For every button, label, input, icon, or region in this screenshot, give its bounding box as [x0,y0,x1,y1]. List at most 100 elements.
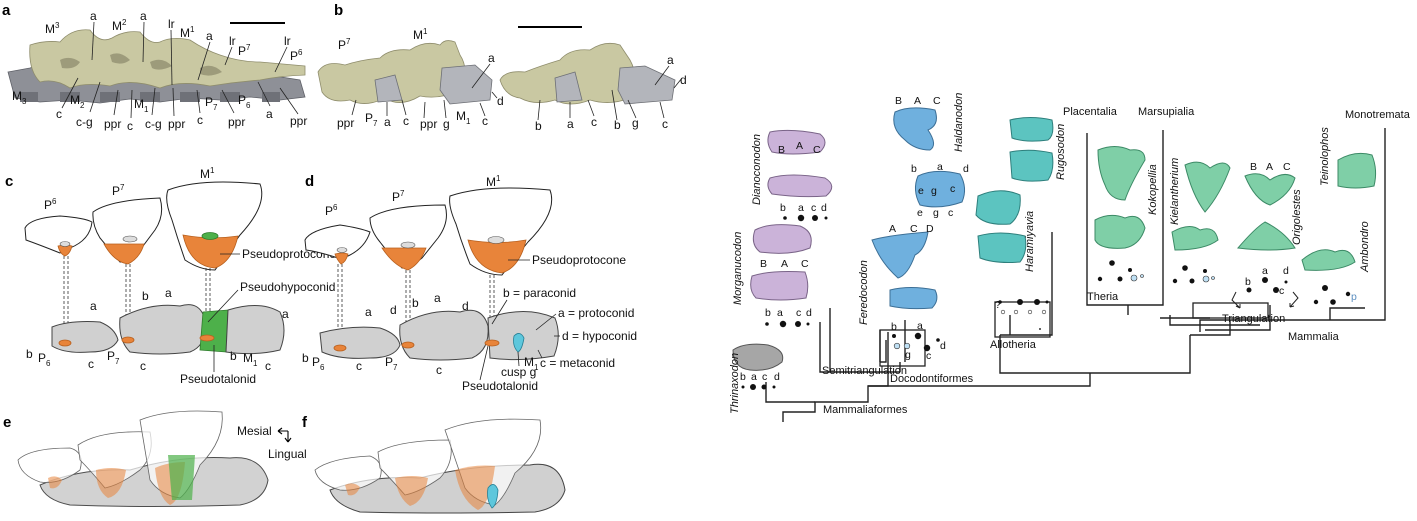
clade-monotremata: Monotremata [1345,109,1411,121]
label-lower-tooth: P6 [38,351,51,368]
label-P6-lower: P6 [238,93,251,110]
tooth-morganucodon-upper [752,224,812,254]
upper-tooth-p6 [304,224,371,259]
taxon-teinolophos: Teinolophos [1319,127,1331,186]
cusp-letter: A [914,95,921,107]
lower-tooth-m1 [487,311,559,361]
cusp-dots-kielantherium [1172,265,1215,284]
cusp-label: c [356,359,362,373]
leader-line [479,345,489,381]
pseudoprotocone-p7 [381,247,427,271]
cusp-letter: C [801,258,809,270]
cusp-letter: e [917,207,923,219]
legend-metaconid: c = metaconid [540,356,615,370]
cusp-letter: c [1279,285,1284,297]
cusp-label: a [282,307,289,321]
leader-lines-a [61,21,299,119]
lower-tooth-p6 [51,321,119,353]
occlusal-contact-p7 [401,341,415,349]
cusp-letter: C [1283,161,1291,173]
cusp-dots-kokopellia [1097,260,1144,282]
label-upper-tooth: P6 [44,197,57,212]
cusp-label: lr [168,17,175,31]
tooth-haramiyavia-lower [977,232,1027,263]
label-lower-tooth: M1 [524,355,539,372]
cusp-label: a [384,115,391,129]
cusp-label: a [567,117,574,131]
taxon-ambondro: Ambondro [1359,221,1371,273]
label-upper-tooth: M1 [486,174,501,189]
ambondro-p-label: p [1351,291,1357,303]
cusp-letter: a [1262,265,1268,277]
clade-placentalia: Placentalia [1063,106,1118,118]
label-M2-upper: M2 [112,18,127,33]
cusp-label: b [614,118,621,132]
cusp-label: a [90,9,97,23]
orange-overlay [48,476,62,489]
cusp-dots-feredocodon [892,332,940,352]
upper-tooth-p6-transparent [314,455,382,491]
cusp-label: c [436,363,442,377]
label-P7-lower: P7 [205,95,218,112]
cusp-dots-ambondro [1313,285,1351,305]
label-P7-upper: P7 [238,43,251,58]
cusp-label: c [127,119,133,133]
cusp-letter: b [1245,276,1251,288]
tooth-kokopellia-lower [1094,214,1146,249]
lower-tooth-m1 [225,305,285,355]
cusp-label: a [90,299,97,313]
cusp-label: c [88,357,94,371]
annotation-cusp-g: cusp g [501,365,536,379]
cusp-dots-morganucodon [765,320,810,328]
occlusal-contact-p6 [58,339,72,347]
panel-letter-c: c [5,173,13,190]
tooth-haldanodon-lower [914,170,966,208]
occlusal-contact-p7 [121,336,135,344]
tooth-feredocodon-upper [871,231,929,279]
facet-p7 [400,241,416,249]
cusp-letter: b [780,202,786,214]
cusp-letter: g [905,349,911,361]
cusp-label: a [488,51,495,65]
cusp-label: c [56,107,62,121]
legend-protoconid: a = protoconid [558,306,634,320]
cusp-g-overlay [487,484,499,509]
occlusal-contact-m1 [484,339,500,347]
tooth-rugosodon-upper [1009,117,1054,142]
pseudohypoconid-facet [201,232,219,240]
annotation-pseudoprotocone: Pseudoprotocone [532,253,626,267]
cusp-letter: c [948,207,953,219]
tooth-origolestes-upper [1244,173,1296,206]
cusp-label: b [412,296,419,310]
label-upper-tooth: M1 [200,166,215,181]
cusp-label: ppr [228,115,245,129]
tooth-thrinaxodon [732,343,784,371]
annotation-pseudotalonid: Pseudotalonid [462,379,538,393]
tooth-haramiyavia-upper [975,190,1021,225]
panel-letter-d: d [305,173,314,190]
facet-p7 [122,235,138,243]
panel-letter-a: a [2,2,11,19]
cusp-letter: e [918,185,924,197]
orange-overlay [455,465,495,510]
cusp-label: d [462,299,469,313]
tooth-kokopellia-upper [1097,146,1146,201]
leader-lines-b [351,63,683,121]
cusp-label: c [140,359,146,373]
cusp-label: ppr [420,117,437,131]
cusp-letter: g [931,185,937,197]
cusp-label: d [680,73,687,87]
cusp-letter: b [891,321,897,333]
orientation-lingual: Lingual [268,447,307,461]
taxon-kielantherium: Kielantherium [1169,158,1181,225]
cusp-label: b [302,351,309,365]
legend-paraconid: b = paraconid [503,286,576,300]
phylogeny-tree: Mammaliaformes Semitriangulation Docodon… [729,93,1411,422]
cusp-letter: B [1250,161,1257,173]
allotheria-question-mark: ? [995,299,1001,311]
leader-line [517,351,520,367]
tooth-feredocodon-lower [889,287,938,310]
cusp-label: b [26,347,33,361]
cusp-label: a [140,9,147,23]
